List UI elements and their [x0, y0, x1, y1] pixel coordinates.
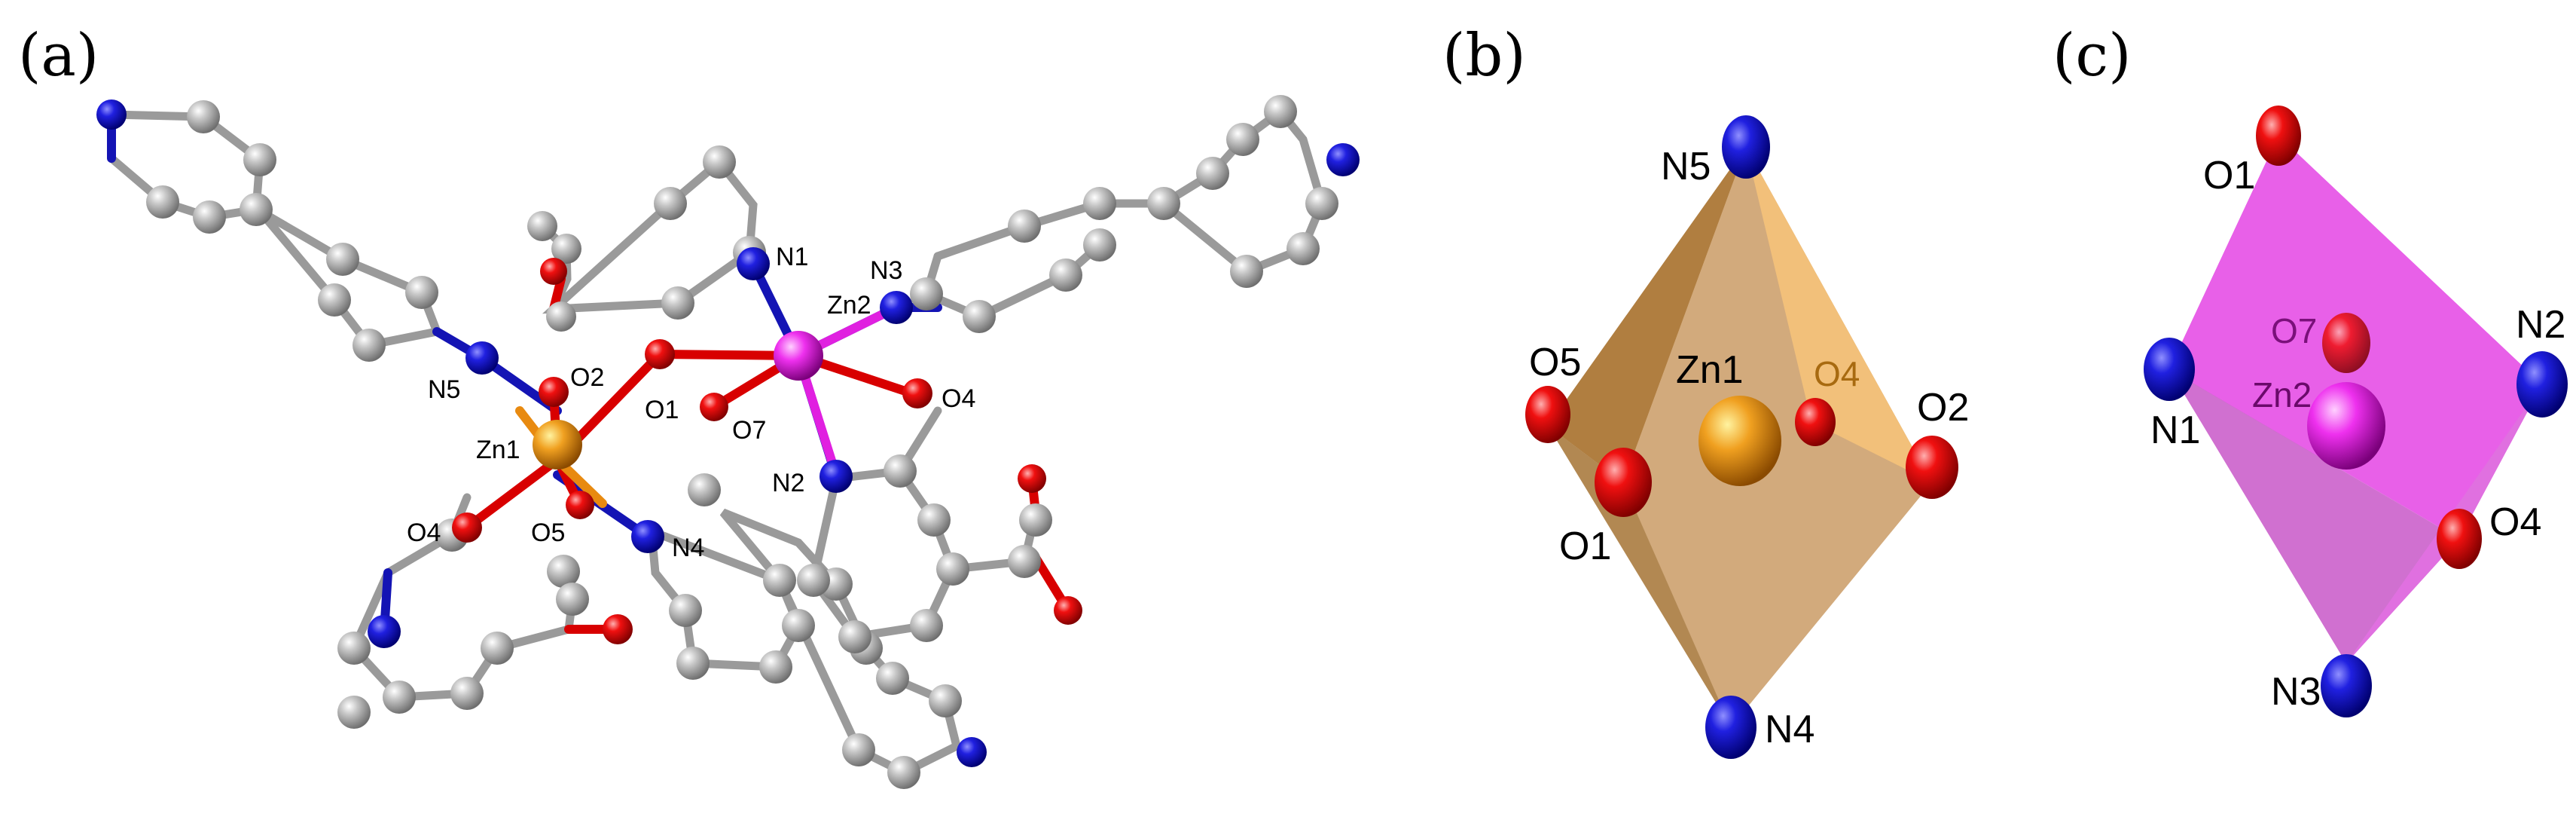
label-b-o5: O5	[1529, 341, 1581, 384]
label-n4: N4	[672, 534, 704, 562]
n5-atom	[1722, 115, 1770, 179]
label-n1: N1	[776, 243, 808, 271]
n1-atom-c	[2144, 338, 2195, 401]
panel-c-atoms	[2144, 106, 2568, 717]
carbon-atoms	[146, 95, 1338, 789]
panel-a-label: (a)	[18, 22, 99, 90]
label-o4-right: O4	[942, 384, 975, 413]
label-b-o1: O1	[1559, 525, 1611, 568]
label-b-o2: O2	[1917, 386, 1969, 430]
panel-b: (b) N5 O5 Zn1 O4 O2 O1 N4	[1442, 22, 1969, 759]
o2-atom	[1906, 436, 1958, 499]
label-n5: N5	[428, 375, 460, 404]
o1-atom-c	[2256, 106, 2301, 166]
label-b-o4: O4	[1814, 354, 1860, 393]
label-o7: O7	[732, 416, 766, 445]
o7-atom-c	[2322, 313, 2370, 373]
panel-c-labels: O1 O7 N2 Zn2 N1 O4 N3	[2150, 154, 2565, 714]
o5-atom	[1525, 386, 1570, 443]
label-c-n2: N2	[2516, 303, 2565, 347]
n4-atom	[1705, 696, 1757, 759]
panel-c-label: (c)	[2053, 22, 2132, 90]
panel-c: (c) O1 O7 N2 Zn2 N1 O4 N3	[2053, 22, 2568, 717]
o1-atom	[1595, 448, 1652, 517]
zn1-atom-b	[1699, 396, 1781, 486]
label-b-n5: N5	[1661, 145, 1711, 188]
panel-b-atoms	[1525, 115, 1958, 759]
label-zn2: Zn2	[827, 291, 871, 320]
o4-atom	[1795, 398, 1836, 446]
label-c-n3: N3	[2271, 670, 2321, 714]
label-zn1: Zn1	[476, 436, 520, 464]
label-n2: N2	[772, 469, 804, 497]
oxygen-atoms	[452, 258, 1082, 644]
zn2-atom-c	[2307, 382, 2385, 470]
panel-b-labels: N5 O5 Zn1 O4 O2 O1 N4	[1529, 145, 1969, 751]
label-o5: O5	[531, 519, 565, 547]
n2-atom-c	[2516, 351, 2568, 418]
panel-a: (a)	[18, 22, 1360, 789]
label-b-n4: N4	[1765, 708, 1814, 751]
label-n3: N3	[870, 256, 902, 285]
panel-a-labels: N5 Zn1 O2 O1 O7 N1 Zn2 N3 O4 N2 N4 O5 O4	[407, 243, 975, 562]
label-c-o7: O7	[2271, 311, 2317, 350]
label-o4-left: O4	[407, 519, 441, 547]
o4-atom-c	[2437, 509, 2482, 569]
panel-a-bonds	[107, 106, 1326, 778]
label-b-zn1: Zn1	[1676, 348, 1744, 392]
label-c-o1: O1	[2203, 154, 2255, 197]
nitrogen-atoms	[96, 99, 1360, 767]
label-c-zn2: Zn2	[2252, 375, 2312, 414]
label-c-o4: O4	[2489, 500, 2541, 544]
panel-b-label: (b)	[1442, 22, 1526, 90]
label-o2: O2	[570, 363, 604, 392]
zn1-atom	[533, 420, 582, 470]
n3-atom-c	[2321, 654, 2372, 717]
zn2-atom	[774, 331, 823, 381]
label-c-n1: N1	[2150, 408, 2200, 452]
label-o1: O1	[645, 396, 679, 424]
panel-a-atoms	[96, 95, 1360, 789]
